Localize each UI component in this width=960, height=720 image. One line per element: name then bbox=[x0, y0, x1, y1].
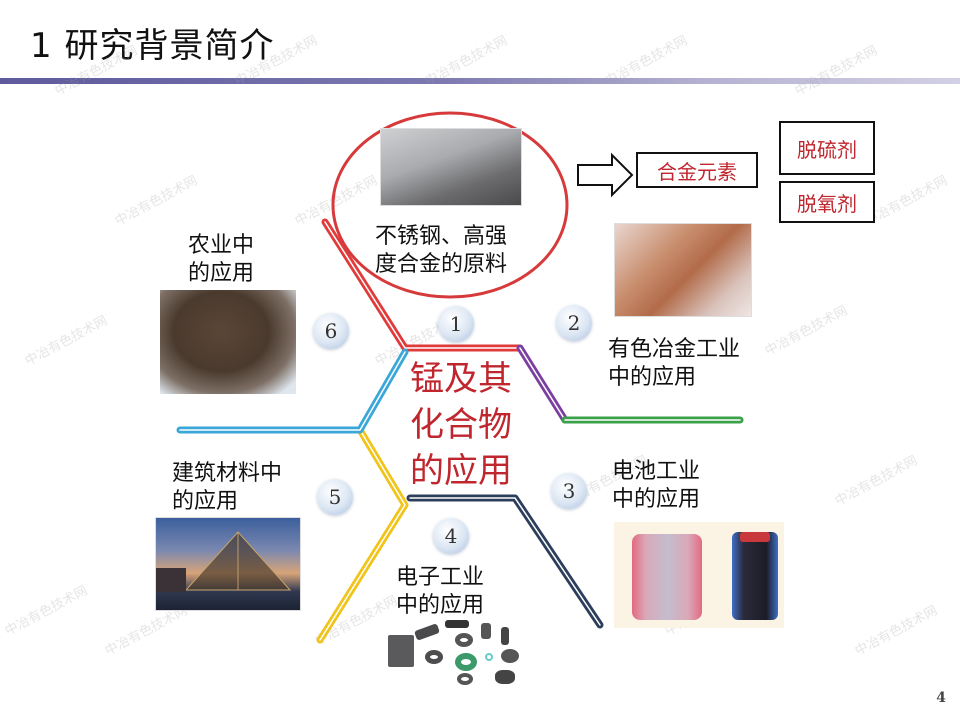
branch-1-label: 不锈钢、高强 度合金的原料 bbox=[375, 224, 508, 277]
copper-bars-image bbox=[614, 223, 752, 317]
title-divider bbox=[0, 78, 960, 84]
branch-4-number: 4 bbox=[433, 518, 469, 554]
branch-2-label: 有色冶金工业 中的应用 bbox=[608, 337, 741, 390]
stainless-steel-tubes-image bbox=[380, 128, 522, 206]
branch-6-label: 农业中 的应用 bbox=[188, 233, 255, 286]
glass-pyramid-image bbox=[155, 517, 301, 611]
ferrite-cores-image bbox=[385, 615, 525, 690]
fertilizer-granules-image bbox=[160, 290, 296, 394]
branch-5-label: 建筑材料中 的应用 bbox=[172, 461, 283, 514]
branch-3-number: 3 bbox=[551, 473, 587, 509]
deoxidizer-box: 脱氧剂 bbox=[779, 181, 875, 223]
highlight-ellipse bbox=[331, 111, 569, 299]
branch-2-number: 2 bbox=[556, 305, 592, 341]
slide-title: 1 研究背景简介 bbox=[30, 26, 275, 66]
branch-1-number: 1 bbox=[438, 306, 474, 342]
battery-cross-section-image bbox=[614, 522, 784, 628]
branch-4-label: 电子工业 中的应用 bbox=[396, 565, 485, 618]
center-title: 锰及其 化合物 的应用 bbox=[410, 359, 512, 491]
alloy-element-box: 合金元素 bbox=[636, 152, 758, 188]
branch-6-number: 6 bbox=[313, 313, 349, 349]
page-number: 4 bbox=[936, 690, 946, 706]
branch-5-number: 5 bbox=[317, 479, 353, 515]
branch-3-label: 电池工业 中的应用 bbox=[612, 459, 701, 512]
desulfurizer-box: 脱硫剂 bbox=[779, 121, 875, 175]
right-arrow-icon bbox=[577, 152, 634, 198]
